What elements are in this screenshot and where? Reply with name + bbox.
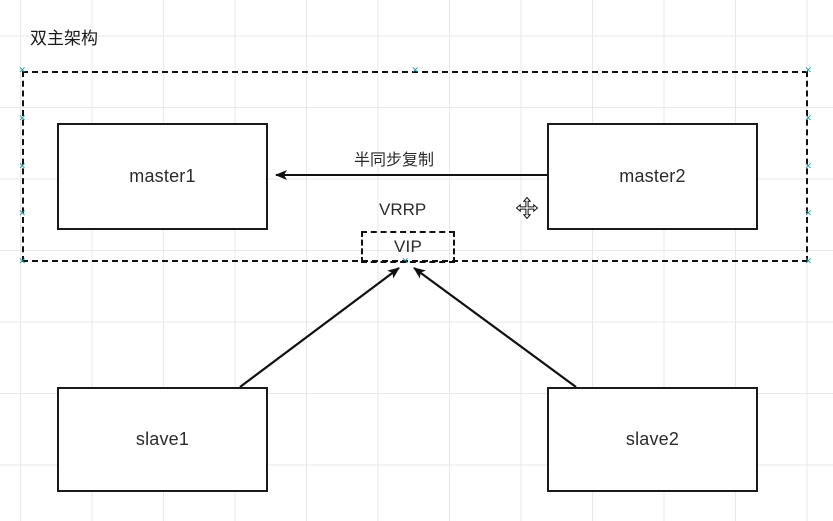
move-cursor xyxy=(515,196,539,220)
selection-handle-w-3[interactable] xyxy=(19,211,26,218)
selection-handle-ne[interactable] xyxy=(805,68,812,75)
node-slave2-label: slave2 xyxy=(625,429,680,449)
node-slave2[interactable]: slave2 xyxy=(547,387,758,492)
node-vip-label: VIP xyxy=(393,237,422,256)
node-master2[interactable]: master2 xyxy=(547,123,758,230)
node-vip[interactable]: VIP xyxy=(361,231,455,263)
selection-handle-w-2[interactable] xyxy=(19,164,26,171)
node-slave1[interactable]: slave1 xyxy=(57,387,268,492)
page-title: 双主架构 xyxy=(30,29,98,49)
node-master1-label: master1 xyxy=(129,166,196,186)
selection-handle-nw[interactable] xyxy=(19,68,26,75)
selection-handle-w-1[interactable] xyxy=(19,116,26,123)
edge-slave2-vip xyxy=(413,267,577,388)
selection-handle-n[interactable] xyxy=(412,68,419,75)
node-master1[interactable]: master1 xyxy=(57,123,268,230)
edge-label-vrrp: VRRP xyxy=(379,200,427,219)
selection-handle-e-2[interactable] xyxy=(805,164,812,171)
node-master2-label: master2 xyxy=(619,166,686,186)
selection-handle-se[interactable] xyxy=(805,259,812,266)
edge-label-replication: 半同步复制 xyxy=(354,150,435,169)
selection-handle-e-3[interactable] xyxy=(805,211,812,218)
node-slave1-label: slave1 xyxy=(135,429,190,449)
selection-handle-sw[interactable] xyxy=(19,259,26,266)
edge-slave1-vip xyxy=(239,267,400,388)
selection-handle-e-1[interactable] xyxy=(805,116,812,123)
